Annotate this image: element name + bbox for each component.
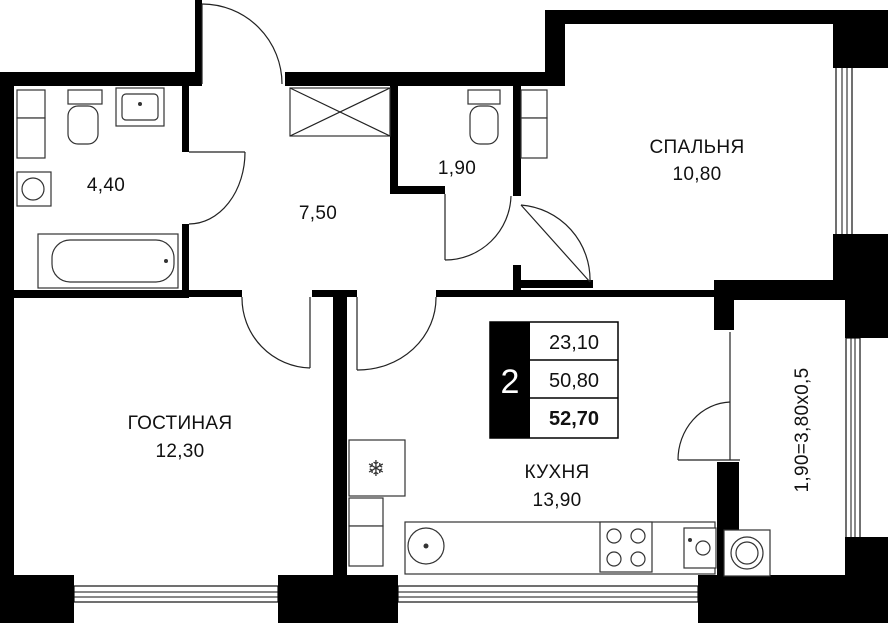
window-living xyxy=(73,585,279,603)
kitchen-sink xyxy=(407,527,445,565)
balcony-washer xyxy=(723,529,771,577)
wardrobe xyxy=(289,87,391,137)
vent-shaft-wc xyxy=(520,89,548,159)
vent-shaft-kitchen xyxy=(348,497,384,567)
living-name: ГОСТИНАЯ xyxy=(128,413,233,434)
apartment-badge: 2 23,10 50,80 52,70 xyxy=(489,321,619,439)
washing-machine xyxy=(16,171,52,207)
toilet-wc xyxy=(467,89,501,145)
window-kitchen xyxy=(397,585,699,603)
windows xyxy=(73,65,861,603)
wc-area: 1,90 xyxy=(438,158,476,179)
living-area: 12,30 xyxy=(155,441,204,462)
badge-living-area: 23,10 xyxy=(549,332,599,354)
bathtub xyxy=(37,233,179,289)
sink-bathroom xyxy=(115,87,165,127)
door-balcony xyxy=(677,332,740,461)
balcony-dims: 1,90=3,80x0,5 xyxy=(792,368,813,493)
doors xyxy=(188,3,740,461)
badge-dark-panel xyxy=(490,322,530,438)
door-kitchen xyxy=(356,296,437,371)
door-bathroom xyxy=(188,151,246,225)
hall-area: 7,50 xyxy=(299,203,337,224)
badge-total-area: 50,80 xyxy=(549,370,599,392)
vent-shaft-bathroom xyxy=(16,89,46,159)
toilet-bathroom xyxy=(67,89,103,145)
door-entrance xyxy=(201,3,283,85)
bedroom-name: СПАЛЬНЯ xyxy=(650,137,745,158)
window-bedroom xyxy=(835,65,853,237)
kitchen-area: 13,90 xyxy=(532,490,581,511)
door-wc xyxy=(444,194,512,261)
window-balcony xyxy=(845,337,861,539)
bedroom-area: 10,80 xyxy=(672,164,721,185)
fixtures: ❄ xyxy=(16,87,771,577)
bathroom-area: 4,40 xyxy=(87,175,125,196)
badge-total-with-balcony: 52,70 xyxy=(549,408,599,430)
badge-rooms-count: 2 xyxy=(501,363,520,401)
door-living xyxy=(241,296,311,369)
stove xyxy=(599,521,653,573)
fridge: ❄ xyxy=(348,439,406,497)
svg-text:❄: ❄ xyxy=(367,457,385,482)
boiler xyxy=(683,527,717,569)
kitchen-name: КУХНЯ xyxy=(525,462,590,483)
kitchen-counter xyxy=(404,521,716,575)
room-labels: 4,40 7,50 1,90 СПАЛЬНЯ 10,80 ГОСТИНАЯ 12… xyxy=(87,137,813,511)
door-bedroom xyxy=(520,204,591,283)
